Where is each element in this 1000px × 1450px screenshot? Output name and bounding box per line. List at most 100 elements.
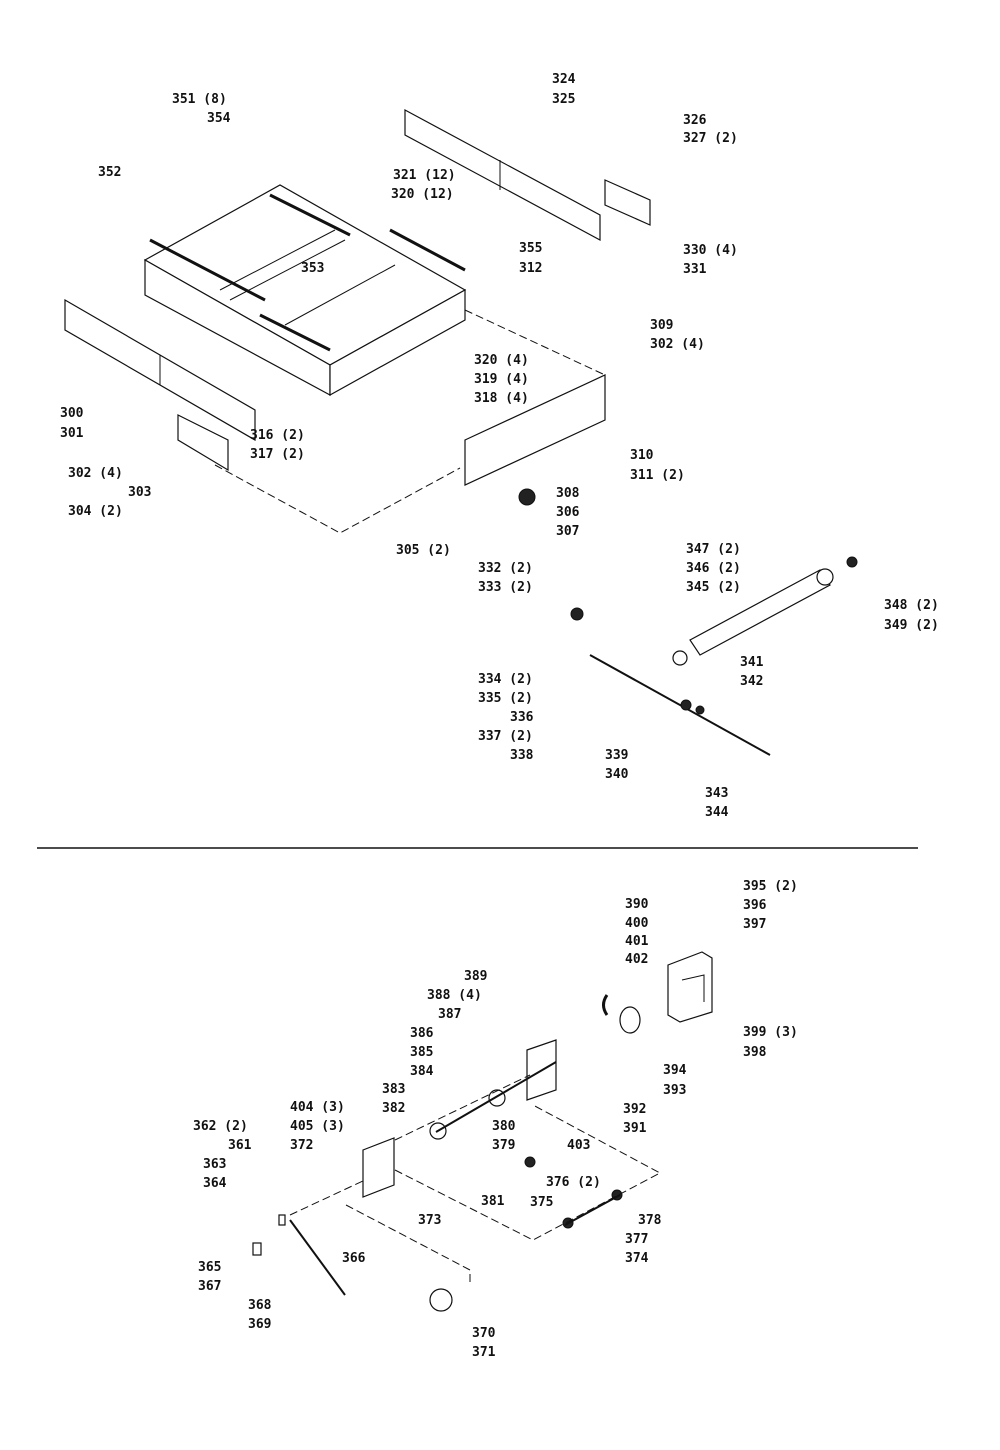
callout-368: 368 xyxy=(248,1298,272,1313)
callout-326: 326 xyxy=(683,113,707,128)
callout-300: 300 xyxy=(60,406,84,421)
callout-327: 327 (2) xyxy=(683,131,738,146)
callout-400: 400 xyxy=(625,916,649,931)
callout-373: 373 xyxy=(418,1213,441,1228)
callout-366: 366 xyxy=(342,1251,366,1266)
callout-335: 335 (2) xyxy=(478,691,533,706)
callout-396: 396 xyxy=(743,898,767,913)
callout-344: 344 xyxy=(705,805,729,820)
top-callouts: 351 (8) 354 352 321 (12) 320 (12) 324 32… xyxy=(60,72,939,820)
callout-306: 306 xyxy=(556,505,580,520)
callout-342: 342 xyxy=(740,674,763,689)
callout-388: 388 (4) xyxy=(427,988,482,1003)
callout-316: 316 (2) xyxy=(250,428,305,443)
callout-303: 303 xyxy=(128,485,151,500)
callout-403: 403 xyxy=(567,1138,590,1153)
callout-381: 381 xyxy=(481,1194,505,1209)
callout-390: 390 xyxy=(625,897,649,912)
callout-354: 354 xyxy=(207,111,231,126)
callout-384: 384 xyxy=(410,1064,434,1079)
callout-352: 352 xyxy=(98,165,121,180)
callout-308: 308 xyxy=(556,486,580,501)
callout-302b: 302 (4) xyxy=(68,466,123,481)
callout-307: 307 xyxy=(556,524,579,539)
callout-369: 369 xyxy=(248,1317,271,1332)
callout-301: 301 xyxy=(60,426,84,441)
callout-397: 397 xyxy=(743,917,766,932)
callout-401: 401 xyxy=(625,934,649,949)
bottom-callouts: 395 (2) 396 397 390 400 401 402 389 388 … xyxy=(193,879,798,1360)
callout-305: 305 (2) xyxy=(396,543,451,558)
callout-370: 370 xyxy=(472,1326,496,1341)
callout-404: 404 (3) xyxy=(290,1100,345,1115)
callout-343: 343 xyxy=(705,786,728,801)
callout-334: 334 (2) xyxy=(478,672,533,687)
callout-371: 371 xyxy=(472,1345,496,1360)
callout-399: 399 (3) xyxy=(743,1025,798,1040)
callout-325: 325 xyxy=(552,92,575,107)
callout-361: 361 xyxy=(228,1138,252,1153)
callout-348: 348 (2) xyxy=(884,598,939,613)
callout-364: 364 xyxy=(203,1176,227,1191)
callout-320a: 320 (12) xyxy=(391,187,454,202)
callout-386: 386 xyxy=(410,1026,434,1041)
callout-347: 347 (2) xyxy=(686,542,741,557)
callout-376: 376 (2) xyxy=(546,1175,601,1190)
callout-383: 383 xyxy=(382,1082,405,1097)
callout-330: 330 (4) xyxy=(683,243,738,258)
callout-302a: 302 (4) xyxy=(650,337,705,352)
callout-391: 391 xyxy=(623,1121,647,1136)
top-assembly-drawing xyxy=(64,108,858,756)
callout-346: 346 (2) xyxy=(686,561,741,576)
callout-341: 341 xyxy=(740,655,764,670)
callout-398: 398 xyxy=(743,1045,767,1060)
callout-333: 333 (2) xyxy=(478,580,533,595)
callout-378: 378 xyxy=(638,1213,662,1228)
callout-372: 372 xyxy=(290,1138,313,1153)
callout-363: 363 xyxy=(203,1157,226,1172)
callout-351: 351 (8) xyxy=(172,92,227,107)
callout-375: 375 xyxy=(530,1195,553,1210)
callout-387: 387 xyxy=(438,1007,461,1022)
callout-304: 304 (2) xyxy=(68,504,123,519)
callout-405: 405 (3) xyxy=(290,1119,345,1134)
callout-379: 379 xyxy=(492,1138,515,1153)
callout-385: 385 xyxy=(410,1045,433,1060)
callout-324: 324 xyxy=(552,72,576,87)
callout-340: 340 xyxy=(605,767,629,782)
callout-380: 380 xyxy=(492,1119,516,1134)
callout-353: 353 xyxy=(301,261,324,276)
callout-310: 310 xyxy=(630,448,654,463)
callout-374: 374 xyxy=(625,1251,649,1266)
callout-337: 337 (2) xyxy=(478,729,533,744)
callout-365: 365 xyxy=(198,1260,221,1275)
callout-331: 331 xyxy=(683,262,707,277)
bottom-assembly-drawing xyxy=(252,951,713,1312)
callout-318: 318 (4) xyxy=(474,391,529,406)
callout-367: 367 xyxy=(198,1279,221,1294)
callout-394: 394 xyxy=(663,1063,687,1078)
callout-338: 338 xyxy=(510,748,534,763)
callout-312: 312 xyxy=(519,261,542,276)
callout-377: 377 xyxy=(625,1232,648,1247)
callout-339: 339 xyxy=(605,748,628,763)
callout-332: 332 (2) xyxy=(478,561,533,576)
callout-393: 393 xyxy=(663,1083,686,1098)
callout-362: 362 (2) xyxy=(193,1119,248,1134)
callout-319: 319 (4) xyxy=(474,372,529,387)
callout-309: 309 xyxy=(650,318,673,333)
callout-311: 311 (2) xyxy=(630,468,685,483)
callout-317: 317 (2) xyxy=(250,447,305,462)
callout-395: 395 (2) xyxy=(743,879,798,894)
callout-355: 355 xyxy=(519,241,542,256)
callout-349: 349 (2) xyxy=(884,618,939,633)
callout-320b: 320 (4) xyxy=(474,353,529,368)
callout-402: 402 xyxy=(625,952,648,967)
callout-382: 382 xyxy=(382,1101,405,1116)
callout-389: 389 xyxy=(464,969,487,984)
callout-321: 321 (12) xyxy=(393,168,456,183)
callout-392: 392 xyxy=(623,1102,646,1117)
callout-336: 336 xyxy=(510,710,534,725)
callout-345: 345 (2) xyxy=(686,580,741,595)
